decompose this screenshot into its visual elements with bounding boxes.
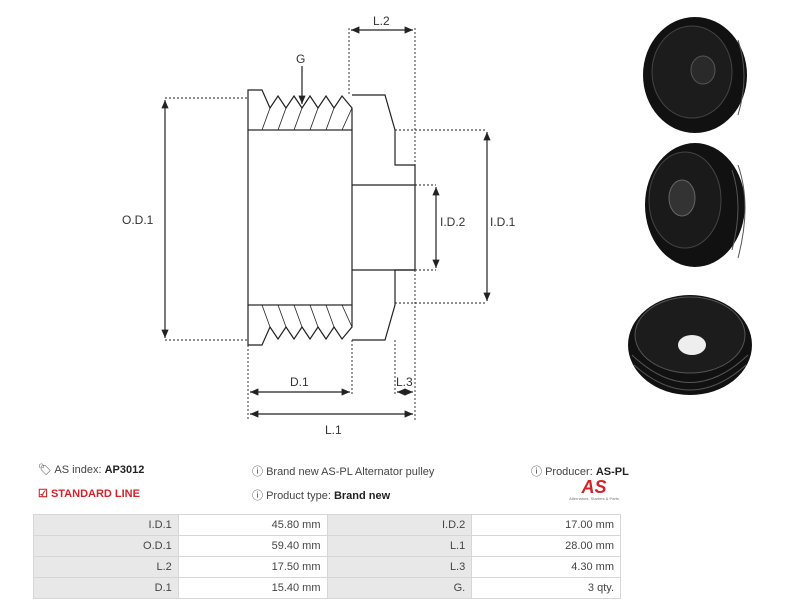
- label-od1: O.D.1: [122, 213, 154, 227]
- spec-value: 59.40 mm: [177, 535, 328, 557]
- label-d1: D.1: [290, 375, 309, 389]
- spec-value: 17.50 mm: [177, 556, 328, 578]
- pulley-photo-angle: [645, 143, 746, 267]
- info-icon: ⓘ: [252, 490, 263, 502]
- label-l2: L.2: [373, 14, 390, 28]
- spec-label: I.D.1: [33, 514, 179, 536]
- spec-label: O.D.1: [33, 535, 179, 557]
- as-index: 🏷 AS index: AP3012: [38, 464, 145, 476]
- label-id2: I.D.2: [440, 215, 466, 229]
- label-l1: L.1: [325, 423, 342, 437]
- label-g: G: [296, 52, 305, 66]
- pulley-photo-front: [643, 17, 747, 133]
- product-photos: [628, 17, 752, 395]
- info-icon: ⓘ: [252, 466, 263, 478]
- spec-value: 45.80 mm: [177, 514, 328, 536]
- spec-label: D.1: [33, 577, 179, 599]
- description: ⓘ Brand new AS-PL Alternator pulley: [252, 466, 435, 478]
- spec-value: 28.00 mm: [471, 535, 621, 557]
- standard-line-badge: ☑ STANDARD LINE: [38, 488, 140, 500]
- spec-value: 4.30 mm: [471, 556, 621, 578]
- tag-icon: 🏷: [38, 464, 52, 476]
- spec-value: 17.00 mm: [471, 514, 621, 536]
- pulley-dimension-diagram: G L.2 O.D.1 I.D.2 I.D.1 D.1 L.3 L.1: [122, 14, 516, 437]
- pulley-photo-back: [628, 295, 752, 395]
- spec-label: G.: [326, 577, 473, 599]
- checkbox-icon: ☑: [38, 488, 48, 500]
- spec-label: L.1: [326, 535, 473, 557]
- label-l3: L.3: [396, 375, 413, 389]
- producer: ⓘ Producer: AS-PL: [531, 466, 629, 478]
- spec-label: L.3: [326, 556, 473, 578]
- spec-label: I.D.2: [326, 514, 473, 536]
- spec-value: 3 qty.: [471, 577, 621, 599]
- spec-value: 15.40 mm: [177, 577, 328, 599]
- label-id1: I.D.1: [490, 215, 516, 229]
- product-type: ⓘ Product type: Brand new: [252, 490, 391, 502]
- spec-label: L.2: [33, 556, 179, 578]
- info-icon: ⓘ: [531, 466, 542, 478]
